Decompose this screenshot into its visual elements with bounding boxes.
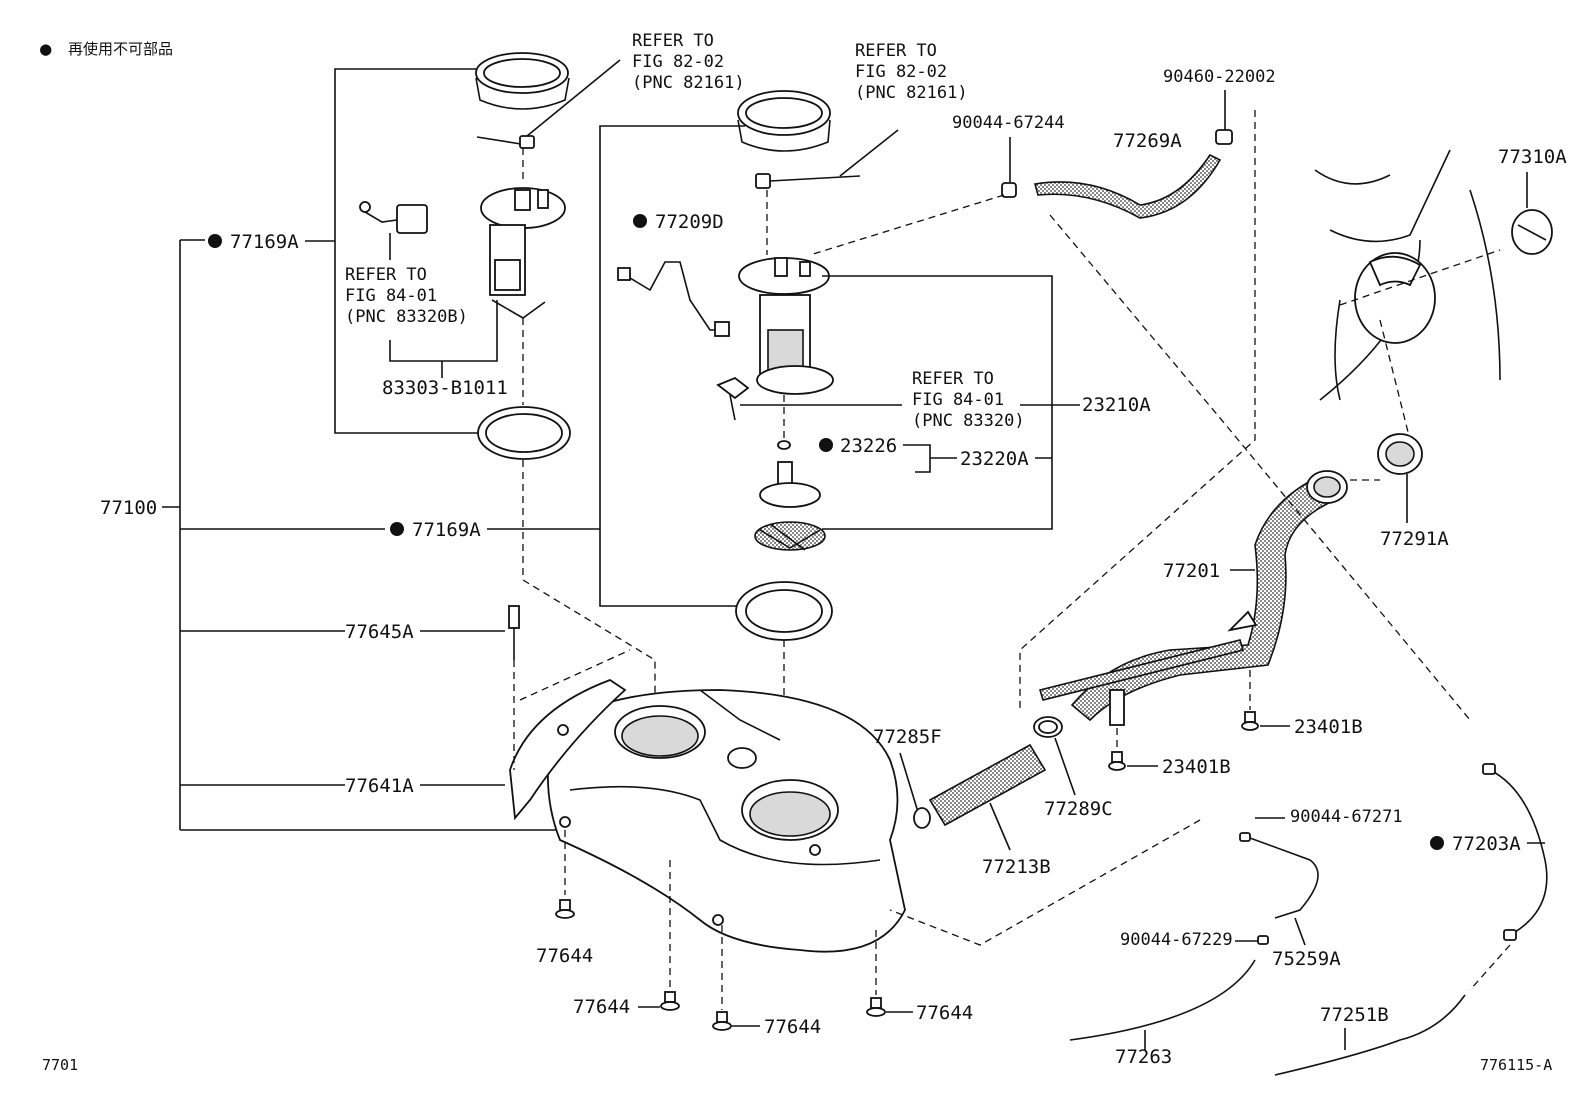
bolt-77644-a[interactable] — [555, 830, 575, 919]
part-77169A-mid[interactable]: 77169A — [412, 519, 481, 541]
fuel-sender-float-center[interactable] — [716, 376, 750, 421]
bolt-77644-d[interactable] — [866, 930, 886, 1017]
part-77285F[interactable]: 77285F — [873, 726, 942, 748]
part-23401B-b[interactable]: 23401B — [1162, 756, 1231, 778]
fuel-cap-77310A[interactable] — [1511, 209, 1553, 255]
legend-bullet: ● — [40, 38, 52, 60]
part-77209D[interactable]: 77209D — [655, 211, 724, 233]
heat-insulator-77641A[interactable] — [509, 678, 627, 821]
legend-text: 再使用不可部品 — [68, 40, 173, 58]
clip-90044-67229[interactable] — [1257, 935, 1269, 945]
ref-83320B-1: REFER TO — [345, 265, 427, 285]
part-83303-B1011[interactable]: 83303-B1011 — [382, 377, 508, 399]
part-75259A[interactable]: 75259A — [1272, 948, 1341, 970]
bracket-77100 — [162, 239, 560, 831]
fuel-line-stub-center[interactable] — [755, 173, 861, 189]
fuel-pump-assembly-left[interactable] — [480, 187, 566, 319]
body-panel-fuel-inlet — [1314, 149, 1501, 401]
breather-hose-77269A[interactable] — [1033, 153, 1222, 219]
part-77291A[interactable]: 77291A — [1380, 528, 1449, 550]
fuel-strainer[interactable] — [754, 521, 826, 551]
part-77644-b[interactable]: 77644 — [573, 996, 630, 1018]
part-23220A[interactable]: 23220A — [960, 448, 1029, 470]
part-90460-22002[interactable]: 90460-22002 — [1163, 67, 1276, 87]
filler-hose-77213B[interactable] — [928, 743, 1047, 827]
part-77644-a[interactable]: 77644 — [536, 945, 593, 967]
part-77641A[interactable]: 77641A — [345, 775, 414, 797]
part-77201[interactable]: 77201 — [1163, 560, 1220, 582]
part-77169A-top[interactable]: 77169A — [230, 231, 299, 253]
nonreusable-bullet — [208, 234, 222, 248]
fuel-sender-gauge-left[interactable] — [359, 201, 428, 234]
bolt-23401B-b[interactable] — [1108, 728, 1126, 771]
filler-pipe-77201[interactable] — [1038, 470, 1348, 726]
part-77213B[interactable]: 77213B — [982, 856, 1051, 878]
tube-77251B[interactable] — [1274, 994, 1466, 1076]
part-77269A[interactable]: 77269A — [1113, 130, 1182, 152]
o-ring-23226[interactable] — [777, 440, 791, 450]
part-90044-67244[interactable]: 90044-67244 — [952, 113, 1065, 133]
part-77644-d[interactable]: 77644 — [916, 1002, 973, 1024]
part-77644-c[interactable]: 77644 — [764, 1016, 821, 1038]
hose-clamp-77289C[interactable] — [1033, 716, 1063, 738]
gasket-ring-upper-left[interactable] — [475, 52, 570, 110]
grommet-77291A[interactable] — [1377, 433, 1423, 475]
ref-82161-left-2: FIG 82-02 — [632, 52, 724, 72]
wire-harness-77209D[interactable] — [617, 261, 730, 337]
clip-90044-67244[interactable] — [1001, 182, 1017, 198]
ref-83320B-3: (PNC 83320B) — [345, 307, 468, 327]
part-90044-67271[interactable]: 90044-67271 — [1290, 807, 1403, 827]
tube-77263[interactable] — [1069, 959, 1256, 1041]
nonreusable-bullet — [633, 214, 647, 228]
fuel-line-stub-left[interactable] — [476, 135, 535, 149]
part-90044-67229[interactable]: 90044-67229 — [1120, 930, 1233, 950]
ref-83320-3: (PNC 83320) — [912, 411, 1025, 431]
fuel-tank-77100[interactable] — [547, 689, 906, 953]
fuel-pump-assembly-center[interactable] — [738, 257, 834, 395]
part-77263[interactable]: 77263 — [1115, 1046, 1172, 1068]
ref-82161-center-3: (PNC 82161) — [855, 83, 968, 103]
hose-clamp-77285F[interactable] — [913, 807, 931, 829]
nonreusable-bullet — [390, 522, 404, 536]
gasket-ring-lower-left[interactable] — [477, 406, 571, 460]
ref-82161-left-3: (PNC 82161) — [632, 73, 745, 93]
ref-83320B-2: FIG 84-01 — [345, 286, 437, 306]
part-77203A[interactable]: 77203A — [1452, 833, 1521, 855]
nonreusable-bullet — [819, 438, 833, 452]
clip-90044-67271[interactable] — [1239, 832, 1251, 842]
part-77645A[interactable]: 77645A — [345, 621, 414, 643]
bolt-77644-b[interactable] — [660, 860, 680, 1011]
part-23210A[interactable]: 23210A — [1082, 394, 1151, 416]
diagram-code-right: 776115-A — [1480, 1056, 1552, 1074]
ref-83320-2: FIG 84-01 — [912, 390, 1004, 410]
ref-82161-left-1: REFER TO — [632, 31, 714, 51]
ref-82161-center-1: REFER TO — [855, 41, 937, 61]
gasket-ring-lower-center[interactable] — [735, 581, 833, 641]
stud-bolt-77645A[interactable] — [508, 605, 520, 660]
clamp-90460-22002[interactable] — [1215, 129, 1233, 145]
part-77310A[interactable]: 77310A — [1498, 146, 1567, 168]
part-77100[interactable]: 77100 — [100, 497, 157, 519]
tube-75259A[interactable] — [1249, 837, 1319, 919]
bolt-77644-c[interactable] — [712, 925, 732, 1031]
part-23401B-a[interactable]: 23401B — [1294, 716, 1363, 738]
fuel-filter-23220A[interactable] — [759, 461, 821, 508]
part-77251B[interactable]: 77251B — [1320, 1004, 1389, 1026]
tube-77203A[interactable] — [1482, 763, 1548, 941]
part-77289C[interactable]: 77289C — [1044, 798, 1113, 820]
gasket-ring-upper-center[interactable] — [737, 90, 831, 152]
ref-83320-1: REFER TO — [912, 369, 994, 389]
nonreusable-bullet — [1430, 836, 1444, 850]
diagram-code-left: 7701 — [42, 1056, 78, 1074]
bolt-23401B-a[interactable] — [1241, 670, 1259, 731]
part-23226[interactable]: 23226 — [840, 435, 897, 457]
ref-82161-center-2: FIG 82-02 — [855, 62, 947, 82]
